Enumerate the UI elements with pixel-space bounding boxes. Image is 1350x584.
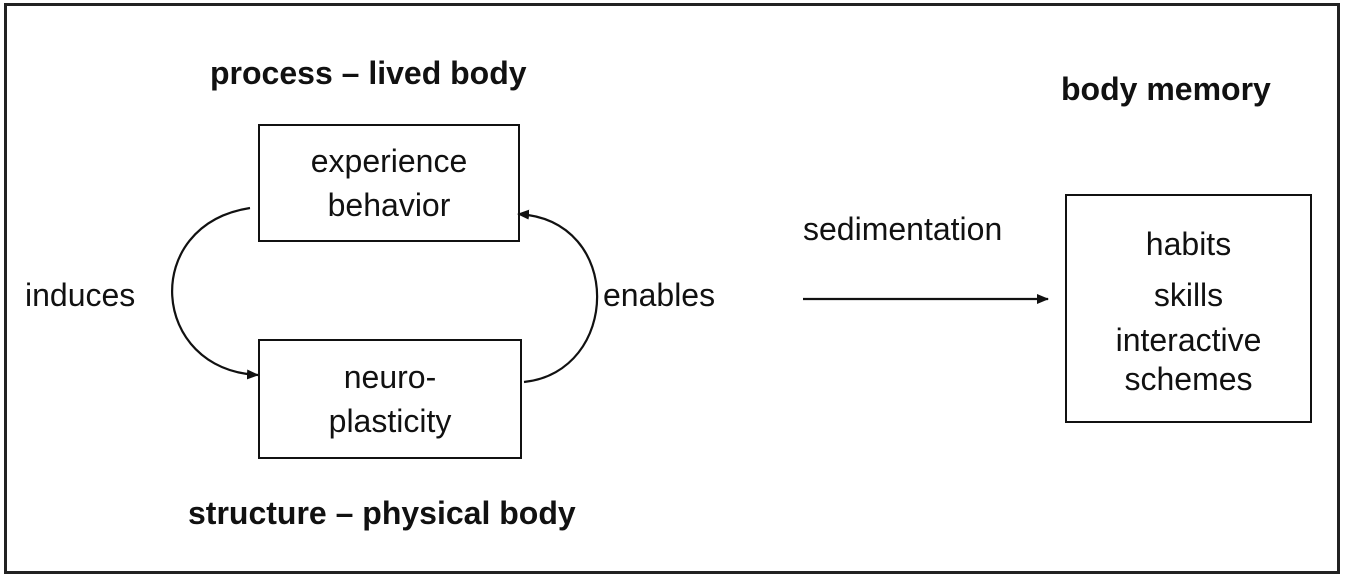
box-body-memory: habits skills interactive schemes [1065,194,1312,423]
box-top-line2: behavior [327,187,451,223]
box-neuroplasticity: neuro- plasticity [258,339,522,459]
memory-item-schemes: schemes [1124,360,1253,397]
heading-process: process – lived body [210,55,527,91]
heading-body-memory: body memory [1061,71,1271,107]
label-enables: enables [603,277,716,313]
arrow-enables [517,209,599,384]
heading-structure: structure – physical body [188,495,576,531]
memory-item-skills: skills [1153,277,1224,314]
diagram-frame [4,3,1340,574]
arrow-induces [171,206,259,380]
box-experience-behavior: experience behavior [258,124,520,242]
box-bottom-line2: plasticity [328,403,452,439]
label-sedimentation: sedimentation [803,211,1003,247]
label-induces: induces [25,277,136,313]
memory-item-habits: habits [1145,225,1232,262]
box-top-line1: experience [310,142,468,179]
memory-item-interactive: interactive [1115,322,1262,359]
box-bottom-line1: neuro- [343,358,437,395]
